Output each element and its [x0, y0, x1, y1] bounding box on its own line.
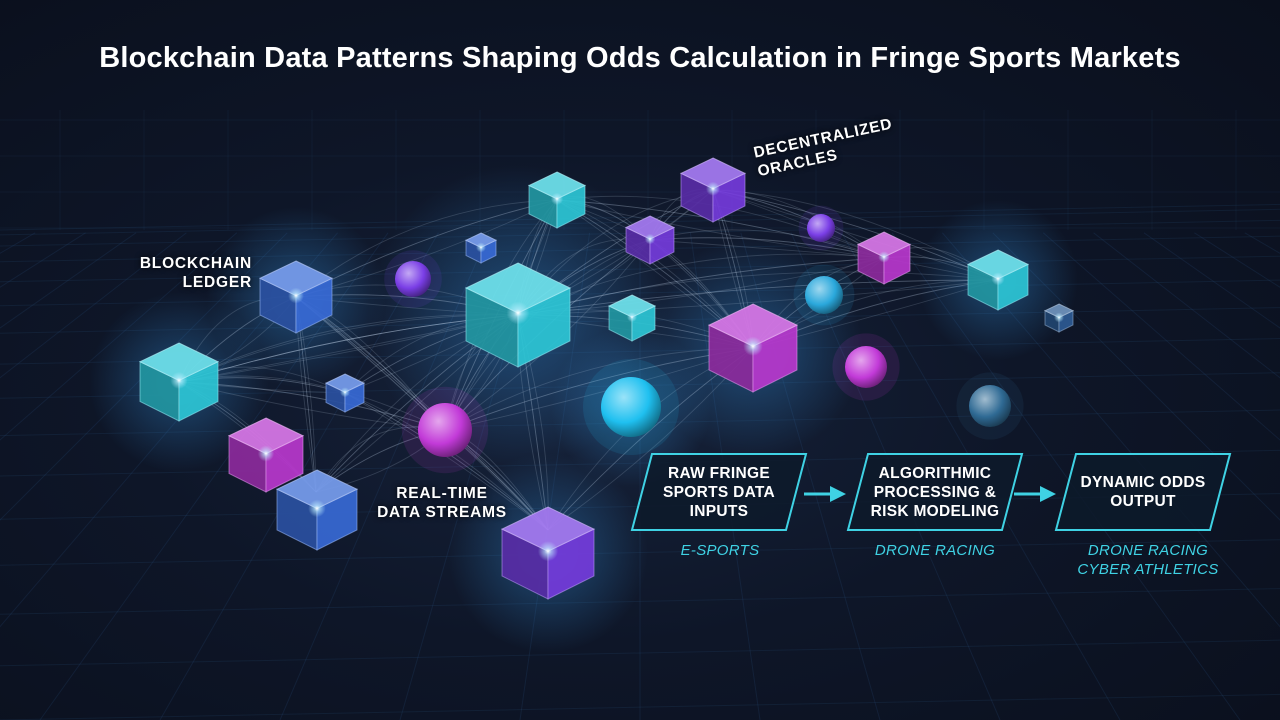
cube-cyan: [607, 294, 657, 342]
example-line: E-SPORTS: [680, 542, 760, 559]
sphere-node: [384, 250, 442, 308]
stage-example: DRONE RACING: [855, 541, 1015, 560]
stage-line: INPUTS: [689, 502, 749, 520]
cube-magenta: [856, 231, 912, 285]
stage-line: SPORTS DATA: [662, 483, 776, 501]
cube-blue: [1043, 303, 1075, 333]
cube-magenta: [227, 417, 305, 493]
network-nodes: [138, 157, 1075, 600]
cube-violet: [500, 506, 596, 600]
stage-example: DRONE RACING CYBER ATHLETICS: [1048, 541, 1248, 579]
example-line: DRONE RACING: [874, 542, 996, 559]
arrow-right-icon: [1014, 486, 1056, 502]
cube-cyan: [464, 262, 572, 368]
sphere-node: [583, 359, 679, 455]
node-halos: [89, 165, 1078, 653]
stage-frame: [630, 453, 808, 531]
cube-cyan: [138, 342, 220, 422]
cube-magenta: [707, 303, 799, 393]
cube-violet: [624, 215, 676, 265]
pipeline-stage-processing: ALGORITHMIC PROCESSING & RISK MODELING: [846, 452, 1024, 532]
example-line: DRONE RACING: [1087, 542, 1209, 559]
pipeline-stage-odds-output: DYNAMIC ODDS OUTPUT: [1054, 452, 1232, 532]
label-blockchain-ledger: BLOCKCHAIN LEDGER: [138, 254, 252, 292]
sphere-node: [956, 372, 1024, 440]
label-real-time-data-streams: REAL-TIME DATA STREAMS: [372, 484, 512, 522]
sphere-node: [793, 264, 855, 326]
cube-blue: [275, 469, 359, 551]
arrow-right-icon: [804, 486, 846, 502]
sphere-node: [401, 386, 489, 474]
cube-cyan: [527, 171, 587, 229]
stage-line: OUTPUT: [1110, 493, 1176, 510]
cube-blue: [464, 232, 498, 264]
sphere-node: [832, 333, 900, 401]
label-line: REAL-TIME: [396, 485, 488, 502]
label-line: BLOCKCHAIN: [139, 255, 252, 272]
example-line: CYBER ATHLETICS: [1077, 561, 1219, 578]
stage-line: ALGORITHMIC: [878, 464, 992, 482]
stage-text: RAW FRINGE SPORTS DATA INPUTS: [663, 464, 775, 521]
cube-violet: [679, 157, 747, 223]
stage-example: E-SPORTS: [640, 541, 800, 560]
cube-cyan: [966, 249, 1030, 311]
stage-line: DYNAMIC ODDS: [1080, 474, 1206, 491]
stage-frame: [1054, 453, 1232, 531]
stage-line: PROCESSING &: [873, 483, 997, 501]
stage-line: RISK MODELING: [870, 502, 1000, 520]
cube-blue: [258, 260, 334, 334]
label-line: LEDGER: [182, 274, 252, 291]
cube-blue: [324, 373, 366, 413]
sphere-node: [798, 205, 844, 251]
stage-frame: [846, 453, 1024, 531]
label-line: DATA STREAMS: [377, 504, 507, 521]
stage-text: ALGORITHMIC PROCESSING & RISK MODELING: [871, 464, 1000, 521]
page-title: Blockchain Data Patterns Shaping Odds Ca…: [99, 42, 1181, 74]
stage-text: DYNAMIC ODDS OUTPUT: [1080, 473, 1205, 511]
pipeline-stage-raw-inputs: RAW FRINGE SPORTS DATA INPUTS: [630, 452, 808, 532]
stage-line: RAW FRINGE: [667, 464, 771, 482]
